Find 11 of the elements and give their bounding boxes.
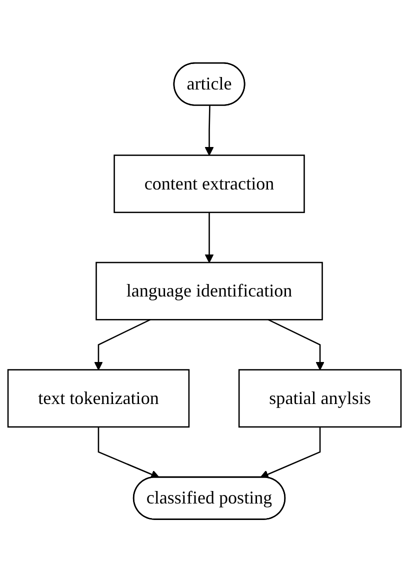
node-box xyxy=(96,262,323,320)
arrow xyxy=(204,106,214,156)
arrow xyxy=(98,426,160,478)
flowchart-drawing: article content extraction language identification text tokenization spatial anylsis classified posting xyxy=(0,54,409,528)
arrow xyxy=(94,318,151,370)
arrow xyxy=(204,212,214,263)
arrow xyxy=(268,318,324,370)
node-box xyxy=(114,154,305,213)
node-box xyxy=(238,369,402,428)
node-box xyxy=(7,369,190,428)
arrow xyxy=(260,426,321,478)
